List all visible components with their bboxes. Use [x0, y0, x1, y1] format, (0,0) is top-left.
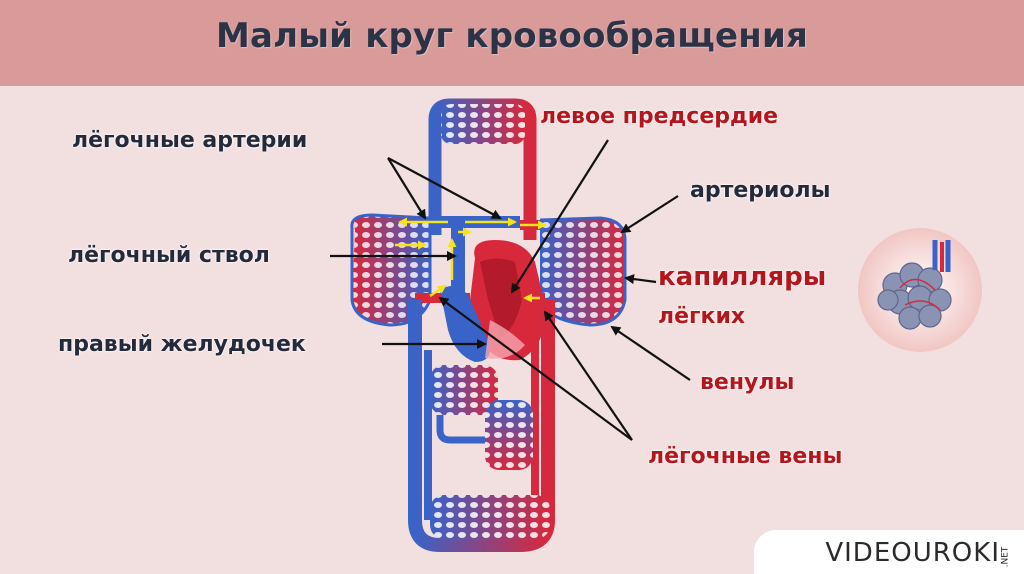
label-arterioles: артериолы [690, 178, 831, 203]
label-pulmonary-trunk: лёгочный ствол [68, 243, 270, 268]
blood-flow-arrows [395, 217, 547, 303]
label-pulmonary-arteries: лёгочные артерии [72, 128, 308, 153]
label-pointers [330, 139, 691, 441]
upper-body-capillary-loop [428, 98, 537, 240]
right-lung-capillaries [538, 216, 627, 327]
watermark-suffix: .NET [1000, 546, 1011, 568]
page-title: Малый круг кровообращения [215, 16, 809, 56]
title-bar [0, 0, 1024, 86]
label-right-ventricle: правый желудочек [58, 332, 306, 357]
lower-body-capillary-beds [430, 365, 550, 539]
label-lung-capillaries-line2: лёгких [658, 304, 746, 329]
watermark-logo: VIDEOUROKI .NET [754, 530, 1024, 574]
watermark-text: VIDEOUROKI [825, 538, 1000, 568]
label-venules: венулы [700, 370, 795, 395]
left-lung-capillaries [350, 213, 432, 327]
label-pulmonary-veins: лёгочные вены [648, 444, 843, 469]
label-lung-capillaries-line1: капилляры [658, 262, 827, 292]
label-left-atrium: левое предсердие [540, 104, 779, 129]
lung-alveoli-picture [858, 228, 982, 352]
